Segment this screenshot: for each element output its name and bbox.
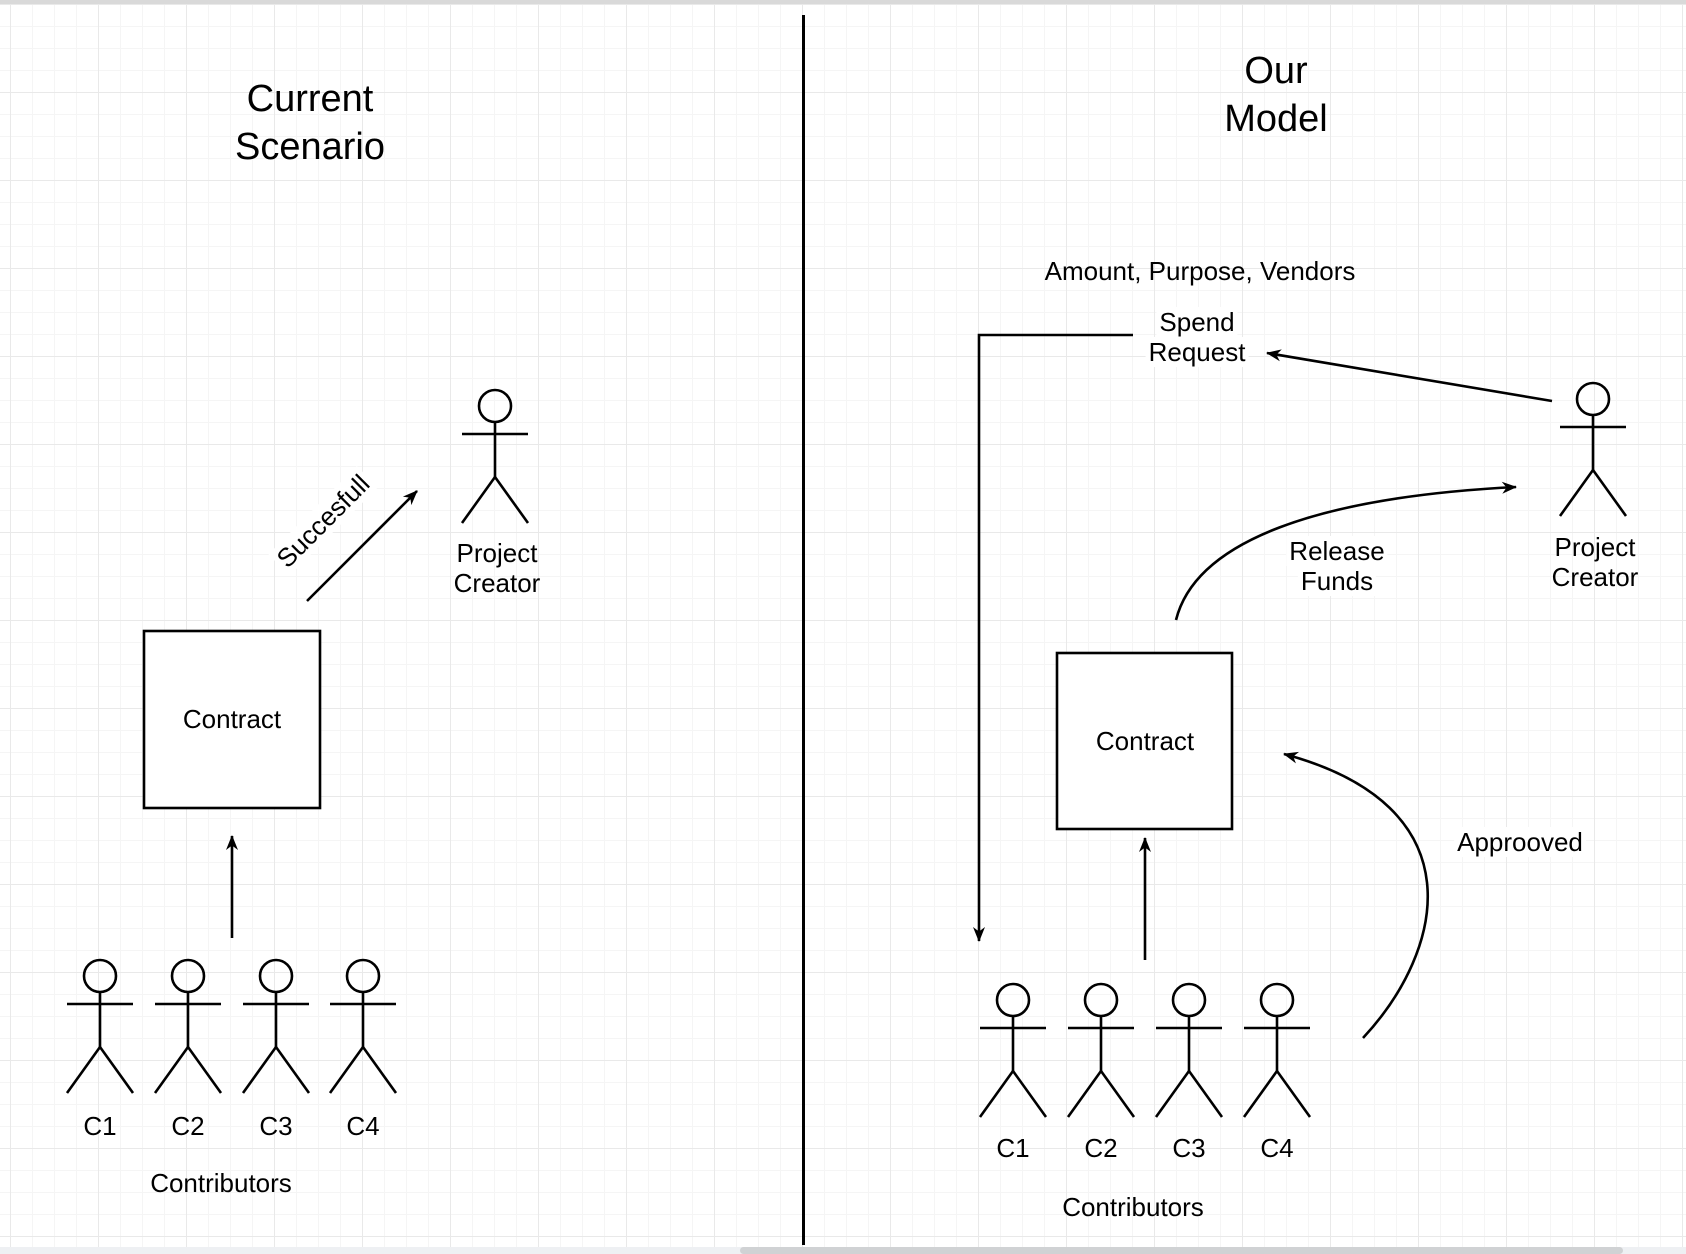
left-title-line1[interactable]: Current [246,78,374,120]
left-c2-label[interactable]: C2 [171,1111,205,1141]
project-creator-figure-left[interactable] [460,388,530,525]
approved-arrow[interactable] [1283,751,1430,1039]
contributor-figure-c3-left[interactable] [241,958,311,1095]
right-title-line2[interactable]: Model [1224,98,1328,140]
left-contract-label[interactable]: Contract [182,704,282,734]
approved-label[interactable]: Approoved [1454,827,1586,857]
left-creator-label-line2[interactable]: Creator [453,568,541,598]
contributor-figure-c4-right[interactable] [1242,982,1312,1119]
contributor-figure-c2-right[interactable] [1066,982,1136,1119]
horizontal-scrollbar[interactable] [0,1247,1686,1254]
right-title-line1[interactable]: Our [1244,50,1308,92]
right-c1-label[interactable]: C1 [996,1133,1030,1163]
contributor-figure-c1-left[interactable] [65,958,135,1095]
right-creator-label-line2[interactable]: Creator [1551,562,1639,592]
contributor-figure-c3-right[interactable] [1154,982,1224,1119]
right-contract-label[interactable]: Contract [1095,726,1195,756]
release-funds-arrow[interactable] [1174,481,1517,621]
horizontal-scrollbar-thumb[interactable] [740,1247,1623,1254]
spend-request-label-line2[interactable]: Request [1145,337,1249,367]
succesfull-arrow[interactable] [306,490,418,602]
right-c3-label[interactable]: C3 [1172,1133,1206,1163]
spend-request-route-arrow[interactable] [973,333,1133,942]
right-contributors-label[interactable]: Contributors [1062,1192,1204,1222]
project-creator-figure-right[interactable] [1558,381,1628,518]
right-c4-label[interactable]: C4 [1260,1133,1294,1163]
left-contributors-label[interactable]: Contributors [150,1168,292,1198]
left-title-line2[interactable]: Scenario [235,126,385,168]
release-funds-label-line1[interactable]: Release [1286,536,1388,566]
left-creator-label-line1[interactable]: Project [456,538,538,568]
contributor-figure-c4-left[interactable] [328,958,398,1095]
contract-box-right[interactable] [1055,651,1234,831]
left-c4-label[interactable]: C4 [346,1111,380,1141]
right-creator-label-line1[interactable]: Project [1554,532,1636,562]
left-c3-label[interactable]: C3 [259,1111,293,1141]
release-funds-label-line2[interactable]: Funds [1297,566,1377,596]
spend-request-label-line1[interactable]: Spend [1156,307,1238,337]
annotation-amount-purpose-vendors[interactable]: Amount, Purpose, Vendors [1044,256,1356,286]
contributor-figure-c1-right[interactable] [978,982,1048,1119]
diagram-canvas [0,4,1686,1247]
top-edge-strip [0,0,1686,4]
contributor-figure-c2-left[interactable] [153,958,223,1095]
panel-divider-line[interactable] [802,15,805,1245]
creator-to-spend-arrow[interactable] [1266,349,1553,403]
contract-box-left[interactable] [142,629,322,810]
left-c1-label[interactable]: C1 [83,1111,117,1141]
right-c2-label[interactable]: C2 [1084,1133,1118,1163]
